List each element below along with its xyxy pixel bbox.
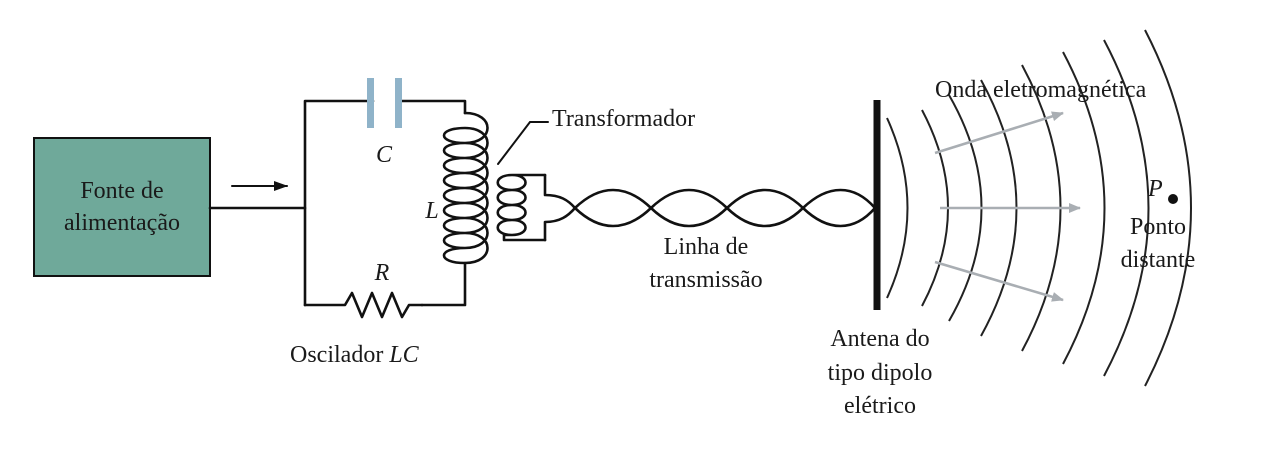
transmission-line-label-line1: Linha de	[664, 234, 749, 260]
propagation-arrow-upper	[934, 111, 1064, 155]
distant-point-marker	[1168, 194, 1178, 204]
oscillator-top-right-wire	[396, 99, 467, 115]
oscillator-caption-text: Oscilador	[290, 342, 389, 368]
capacitor-symbol: C	[376, 142, 393, 168]
wavefront-1	[886, 117, 909, 299]
wavefront-6	[1062, 51, 1106, 365]
distant-point-label-line1: Ponto	[1130, 214, 1186, 240]
transformer-leader	[497, 121, 549, 165]
antenna-label-line2: tipo dipolo	[828, 360, 933, 386]
transmission-line-strand-b	[573, 188, 877, 228]
resistor-symbol: R	[374, 260, 390, 286]
power-source-label-line2: alimentação	[64, 210, 180, 236]
distant-point-symbol: P	[1147, 176, 1163, 202]
secondary-coil	[496, 173, 547, 242]
inductor-coil	[442, 111, 489, 265]
oscillator-caption-symbol: LC	[388, 342, 419, 368]
antenna-label-line3: elétrico	[844, 393, 916, 419]
transmission-line-label-line2: transmissão	[649, 267, 762, 293]
power-source-label-line1: Fonte de	[80, 178, 163, 204]
distant-point-label-line2: distante	[1121, 247, 1196, 273]
resistor-zigzag	[303, 291, 424, 319]
wavefront-8	[1144, 29, 1192, 387]
inductor-symbol: L	[424, 198, 438, 224]
propagation-arrow-lower	[934, 260, 1064, 302]
oscillator-caption: Oscilador LC	[290, 342, 420, 368]
transformer-label: Transformador	[552, 106, 695, 132]
oscillator-left-wire	[303, 99, 375, 307]
transformer-lead-bottom	[543, 206, 577, 242]
capacitor-plate-left	[367, 78, 374, 128]
transformer-lead-top	[543, 173, 577, 210]
wave-label: Onda eletromagnética	[935, 77, 1147, 103]
oscillator-right-wire	[420, 261, 467, 307]
power-source-box	[33, 137, 211, 277]
antenna-label-line1: Antena do	[830, 326, 929, 352]
capacitor-plate-right	[395, 78, 402, 128]
transmission-line-strand-a	[573, 188, 877, 228]
wavefront-7	[1103, 39, 1150, 377]
